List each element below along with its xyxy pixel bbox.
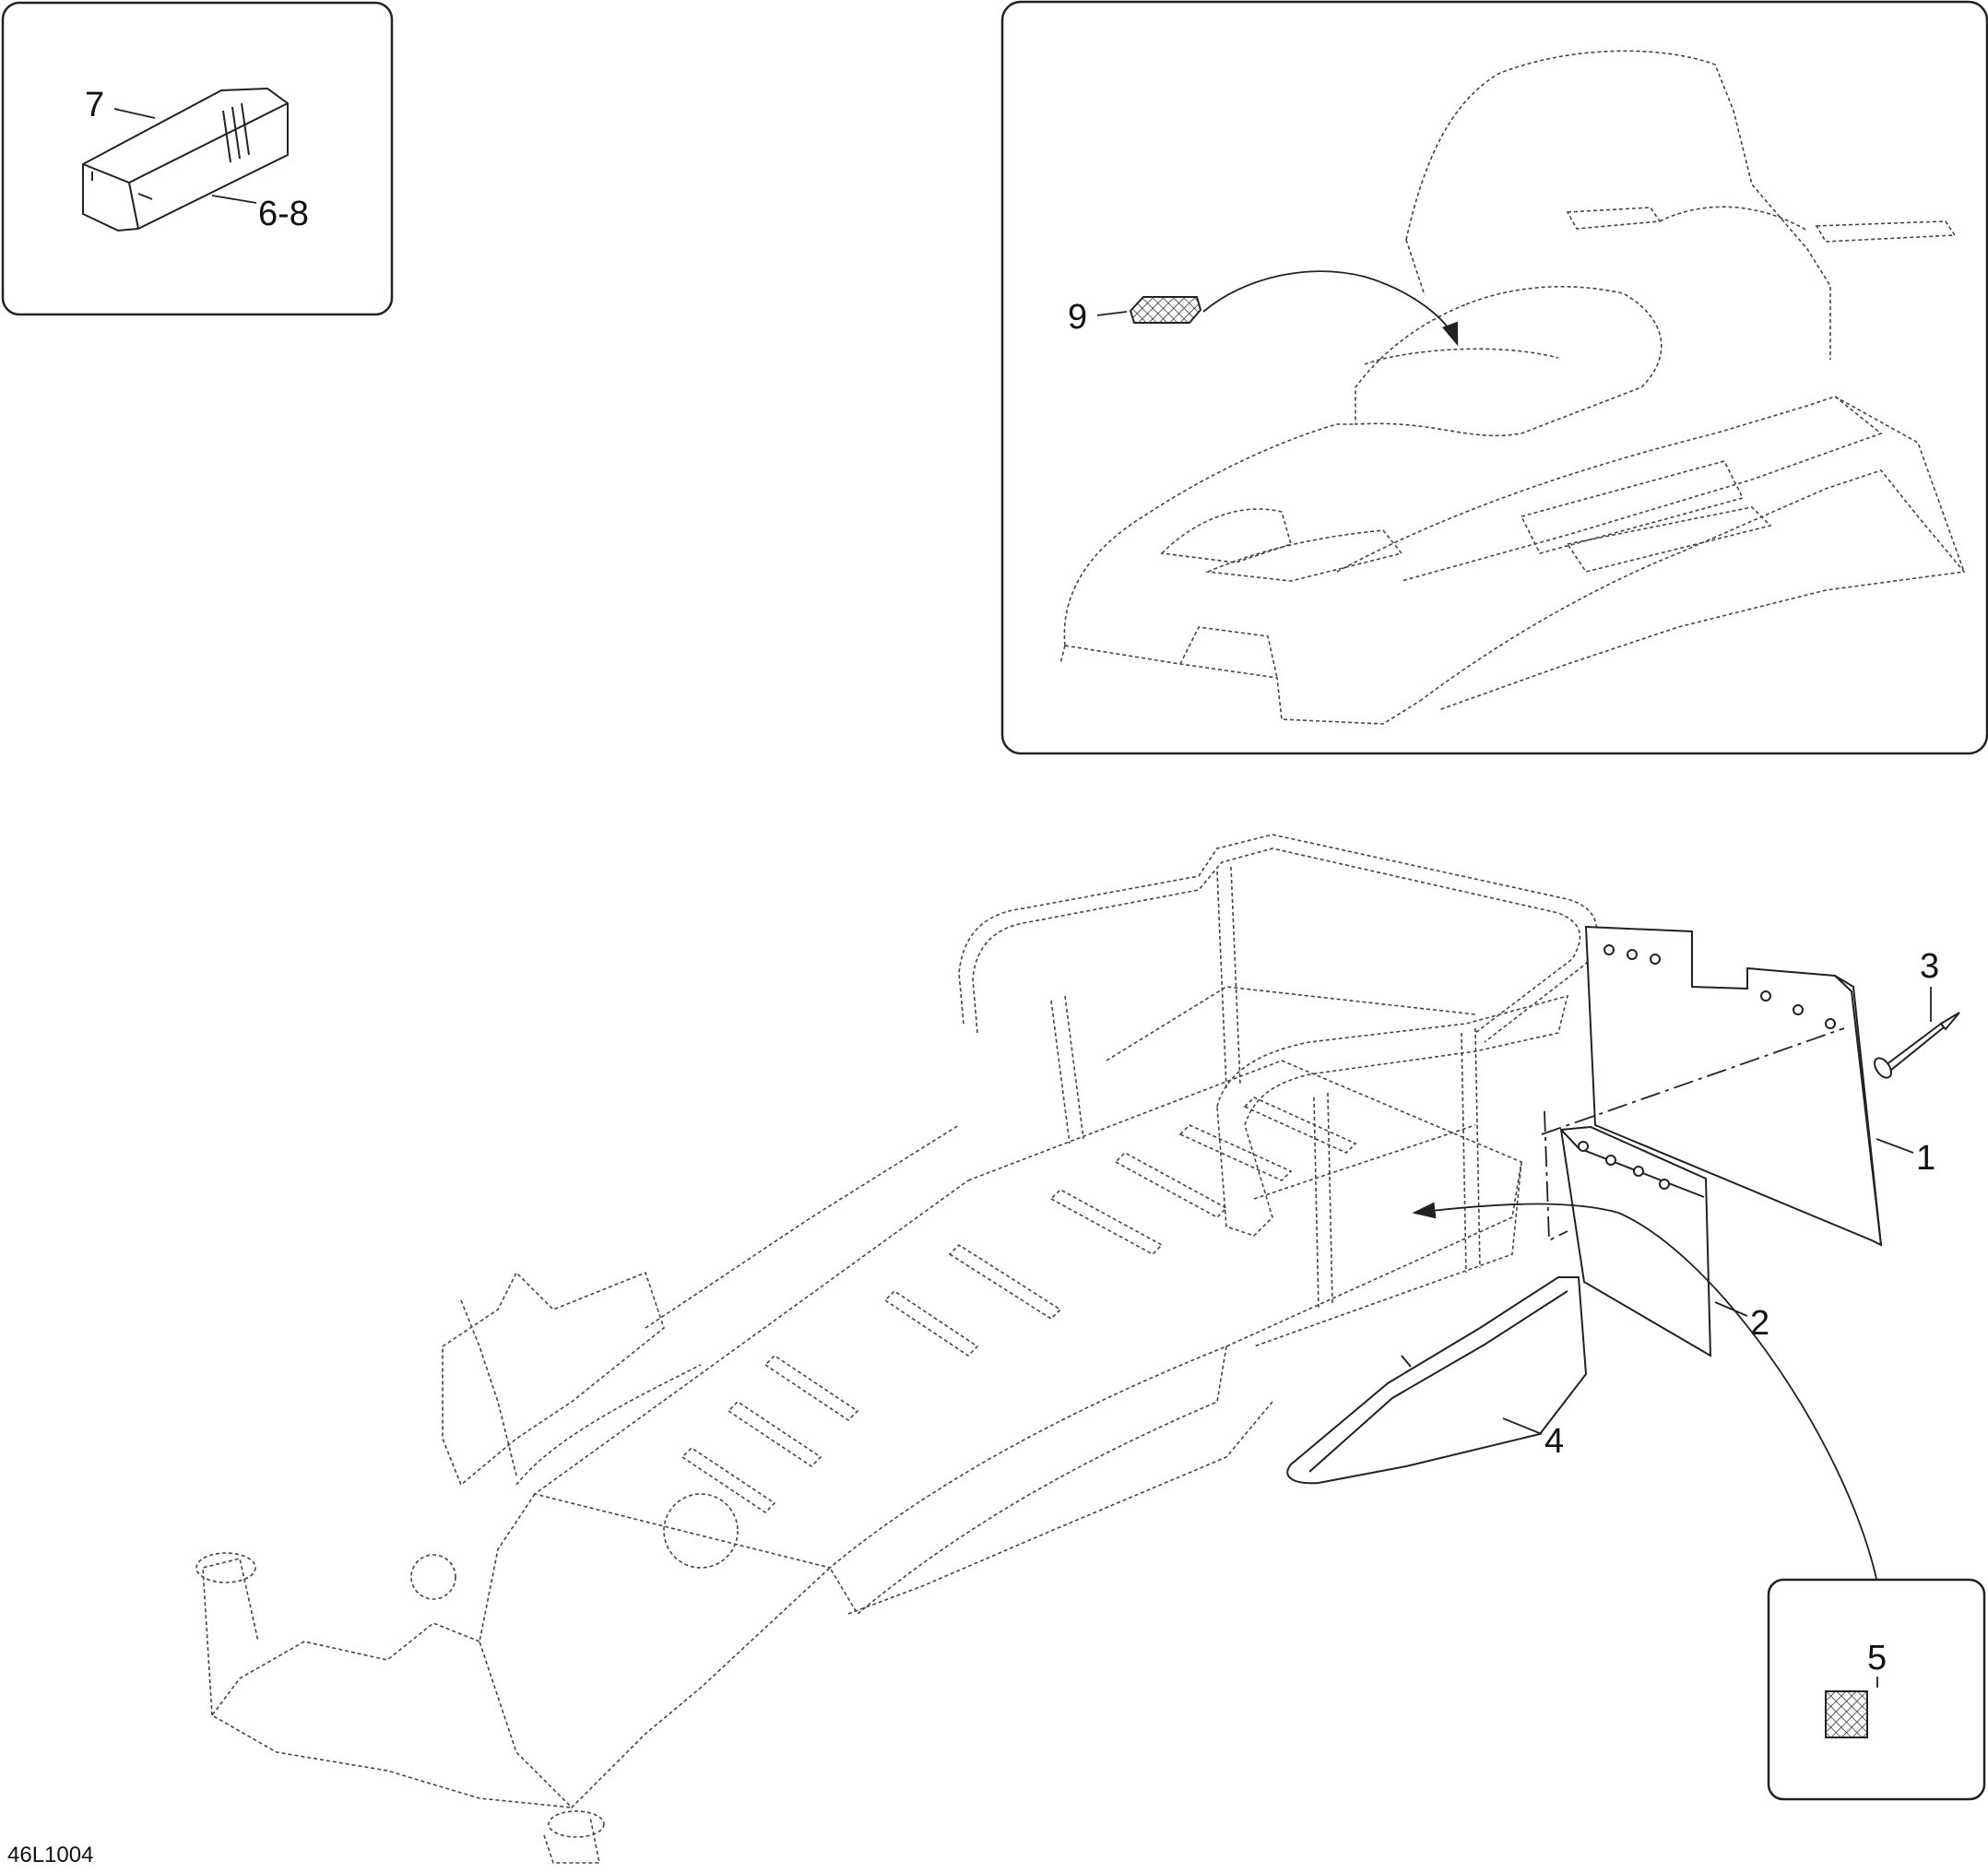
decal-5-inset-frame <box>1767 1578 1986 1801</box>
seat-inset: 7 6-8 <box>1 1 394 316</box>
callout-1-group: 1 <box>1876 1138 1935 1178</box>
callout-5-group: 5 <box>1867 1639 1887 1688</box>
callout-7: 7 <box>85 86 104 124</box>
body-inset: 9 <box>1000 0 1988 755</box>
part-2-strip <box>1559 1125 1712 1357</box>
callout-9: 9 <box>1068 298 1087 337</box>
decal-5 <box>1825 1690 1868 1738</box>
callout-4-group: 4 <box>1502 1417 1564 1461</box>
part-3-rivet <box>1874 1012 1960 1079</box>
decal-9 <box>1129 296 1202 324</box>
rivet-centre-line <box>1541 1027 1845 1135</box>
callout-5: 5 <box>1867 1639 1887 1677</box>
figure-code: 46L1004 <box>7 1843 93 1867</box>
callout-2-group: 2 <box>1714 1301 1769 1343</box>
body-inset-frame <box>1000 0 1988 755</box>
callout-9-group: 9 <box>1068 298 1128 337</box>
callout-3: 3 <box>1920 947 1939 986</box>
callout-6-8: 6-8 <box>258 195 309 233</box>
part-1-flap <box>1584 925 1883 1247</box>
decal-9-placement-arrow <box>1202 270 1459 347</box>
decal-5-leader-line <box>1617 1212 1877 1580</box>
seat-cushion-illustration <box>82 87 289 232</box>
callout-4: 4 <box>1544 1422 1564 1461</box>
callout-6-8-group: 6-8 <box>211 195 309 233</box>
callout-1: 1 <box>1916 1139 1935 1178</box>
snowmobile-body-outline <box>1059 50 1966 725</box>
callout-3-group: 3 <box>1920 947 1939 1022</box>
strip-centre-line <box>1544 1110 1568 1242</box>
strip-placement-arrow <box>1412 1202 1619 1219</box>
chassis-and-rack-illustration <box>195 834 1598 1864</box>
decal-5-inset: 5 <box>1767 1578 1986 1801</box>
callout-7-group: 7 <box>85 86 156 124</box>
part-4-guard <box>1286 1276 1588 1485</box>
callout-2: 2 <box>1750 1304 1769 1343</box>
seat-inset-frame <box>1 1 394 316</box>
